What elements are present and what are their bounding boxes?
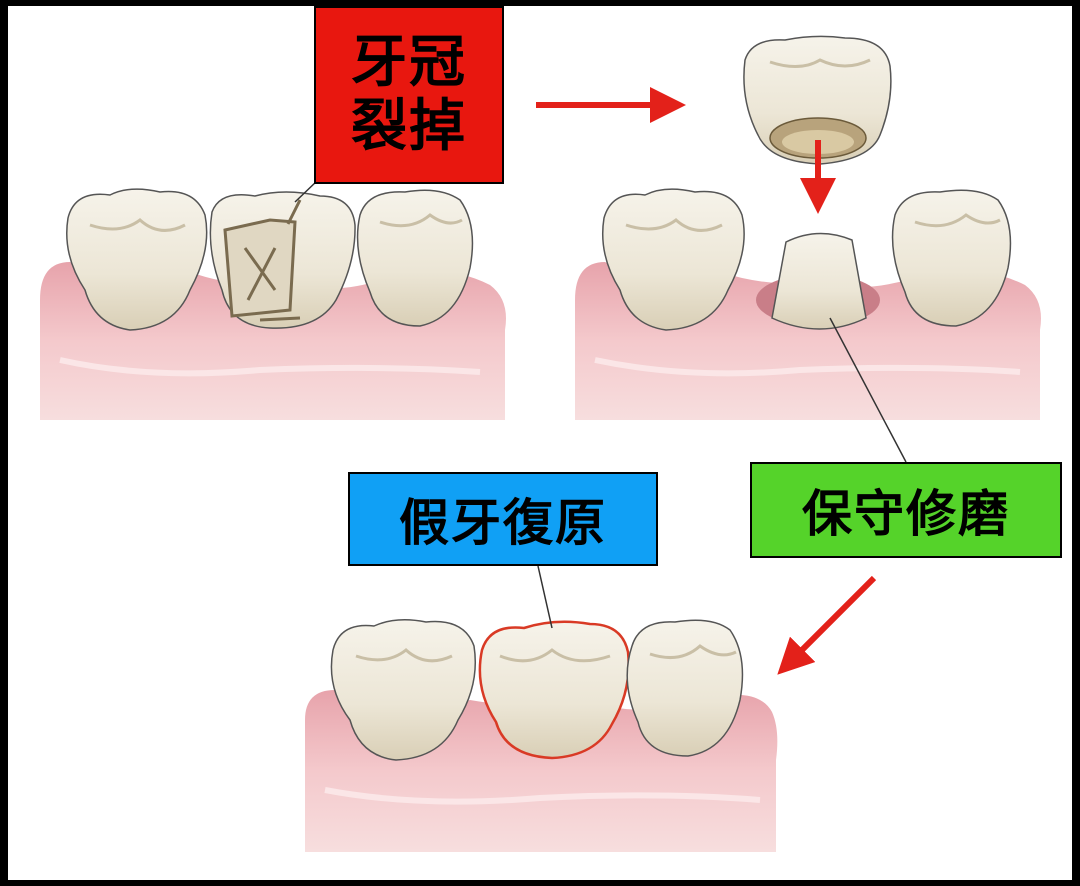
tooth: [601, 188, 745, 331]
prepared-tooth-stump: [771, 232, 867, 330]
gum-highlight: [594, 357, 1021, 377]
label-prep-text: 保守修磨: [802, 485, 1010, 543]
label-restore-text: 假牙復原: [399, 494, 607, 552]
label-crown-restoration: 假牙復原: [348, 472, 658, 566]
gum-highlight: [59, 357, 481, 377]
cracked-tooth-panel: [40, 188, 506, 420]
new-crown: [478, 620, 630, 760]
label-cracked-line1: 牙冠: [351, 30, 467, 95]
crack-lines: [223, 199, 302, 322]
label-cracked-line2: 裂掉: [351, 94, 467, 159]
restored-panel: [305, 619, 778, 852]
gum-highlight: [324, 787, 761, 805]
arrow-diagonal: [777, 575, 877, 675]
tooth: [66, 188, 208, 331]
preparation-panel: [575, 35, 1041, 420]
leader-line-prep: [829, 317, 907, 463]
label-cracked-crown: 牙冠 裂掉: [314, 6, 504, 184]
label-conservative-prep: 保守修磨: [750, 462, 1062, 558]
leader-line-restore: [537, 565, 553, 629]
tooth: [330, 619, 477, 761]
